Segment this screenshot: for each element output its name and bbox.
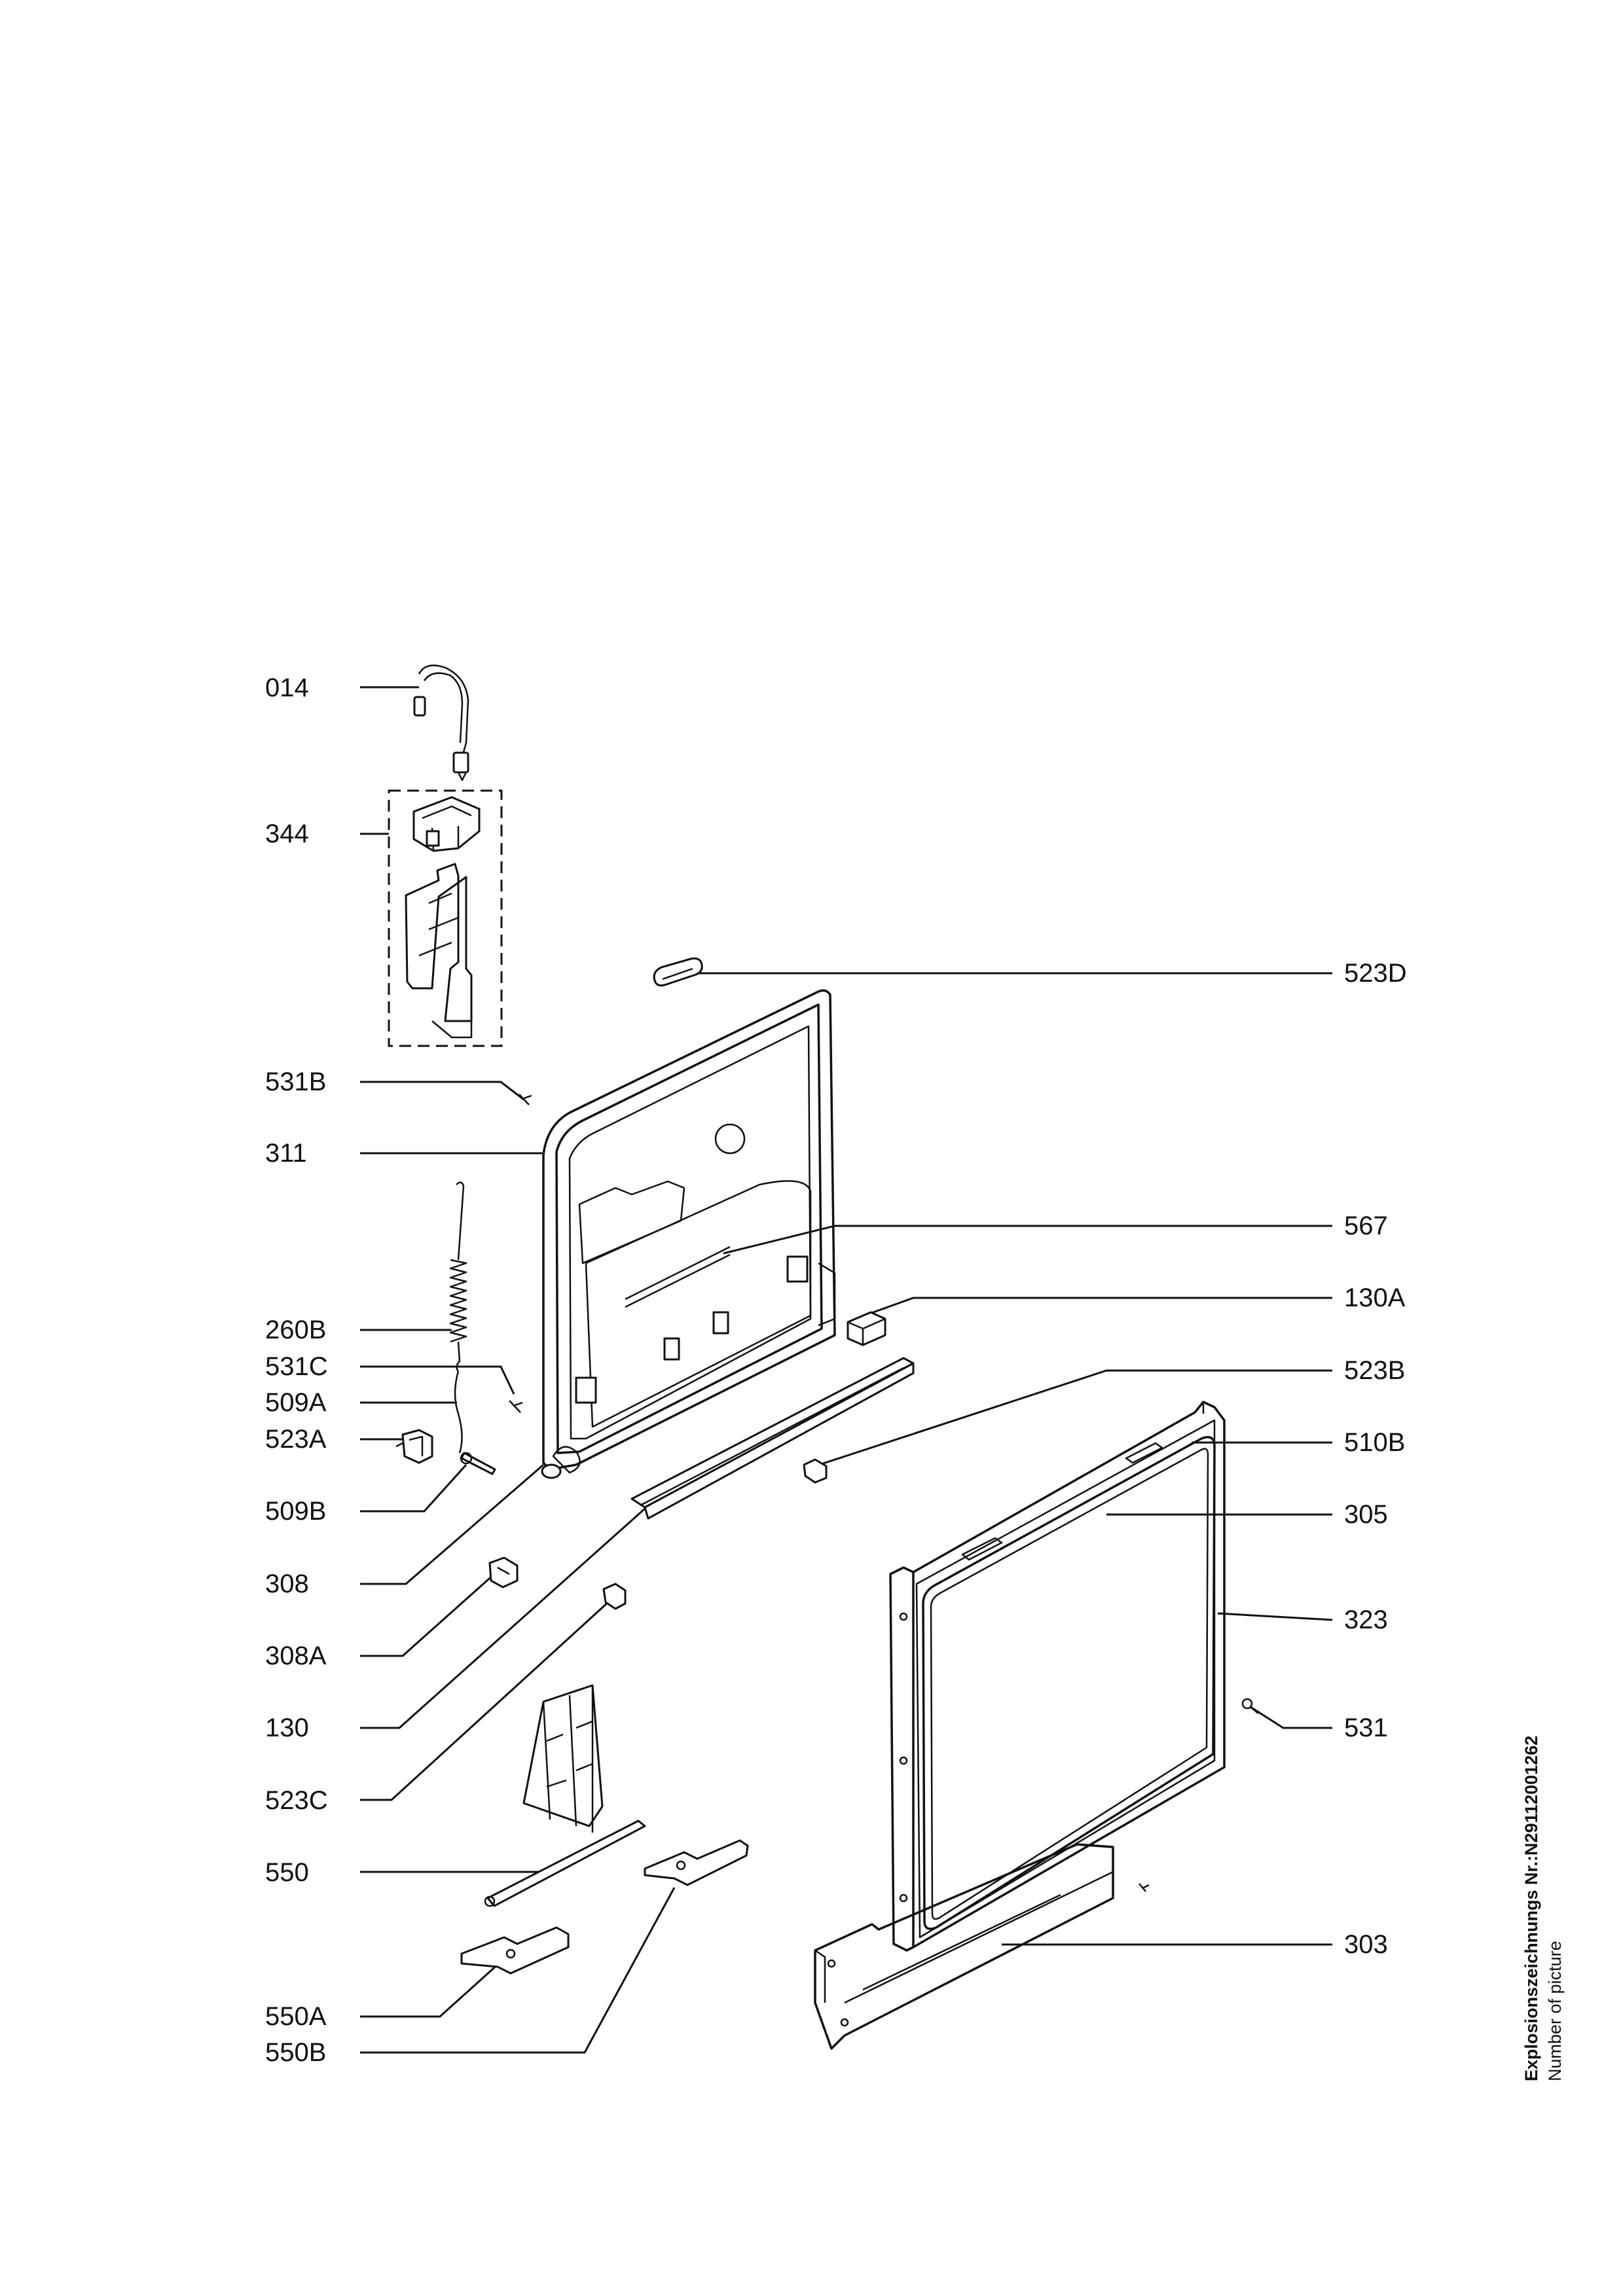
part-531-screw bbox=[1241, 1698, 1259, 1714]
label-523C: 523C bbox=[265, 1786, 328, 1815]
part-550A-slider bbox=[460, 1926, 570, 1975]
label-303: 303 bbox=[1344, 1930, 1388, 1959]
label-305: 305 bbox=[1344, 1500, 1388, 1529]
leader-531B bbox=[360, 1081, 524, 1101]
leader-130A bbox=[864, 1297, 1332, 1317]
leader-531 bbox=[1250, 1706, 1332, 1729]
part-130A-block bbox=[847, 1311, 886, 1346]
picture-number-subtitle: Number of picture bbox=[1545, 1941, 1565, 2081]
label-550B: 550B bbox=[265, 2038, 326, 2067]
part-323-outer-door bbox=[889, 1401, 1226, 1952]
label-308: 308 bbox=[265, 1570, 309, 1598]
part-523C-clip bbox=[602, 1583, 627, 1610]
label-323: 323 bbox=[1344, 1605, 1388, 1634]
label-130: 130 bbox=[265, 1713, 309, 1742]
part-260B-spring bbox=[449, 1181, 467, 1372]
left-callouts: 014 344 531B 311 260B 531C 509A 523A 509… bbox=[265, 673, 328, 2067]
leader-550A bbox=[360, 1962, 500, 2018]
label-531C: 531C bbox=[265, 1352, 328, 1381]
part-303-kickplate bbox=[814, 1843, 1150, 2050]
leader-523B bbox=[814, 1369, 1332, 1467]
part-523A-clip bbox=[395, 1429, 433, 1464]
part-523D-clip bbox=[653, 957, 703, 987]
leader-323 bbox=[1217, 1612, 1333, 1621]
leader-531C bbox=[360, 1365, 515, 1395]
leader-567 bbox=[723, 1225, 1332, 1255]
label-523A: 523A bbox=[265, 1425, 327, 1454]
leader-308A bbox=[360, 1573, 495, 1657]
picture-number: Explosionszeichnungs Nr.:N29112001262 Nu… bbox=[1522, 1736, 1565, 2081]
leader-308 bbox=[360, 1463, 544, 1585]
leader-523C bbox=[360, 1600, 610, 1801]
label-523B: 523B bbox=[1344, 1356, 1405, 1385]
label-567: 567 bbox=[1344, 1211, 1388, 1240]
right-callouts: 523D 567 130A 523B 510B 305 323 531 303 bbox=[1344, 959, 1407, 1959]
label-308A: 308A bbox=[265, 1641, 327, 1670]
part-550-rail bbox=[484, 1684, 646, 1907]
label-509A: 509A bbox=[265, 1388, 327, 1417]
part-344-door-lock bbox=[388, 789, 503, 1047]
part-014-wire-harness bbox=[413, 664, 469, 781]
label-531: 531 bbox=[1344, 1713, 1388, 1742]
leader-550B bbox=[360, 1887, 676, 2054]
part-509B-rod bbox=[460, 1452, 496, 1475]
part-308-hinge bbox=[541, 1463, 562, 1479]
label-344: 344 bbox=[265, 819, 309, 848]
part-523B-clip bbox=[803, 1458, 828, 1484]
part-531B-screw bbox=[519, 1094, 532, 1105]
label-510B: 510B bbox=[1344, 1428, 1405, 1457]
label-311: 311 bbox=[265, 1139, 307, 1168]
part-130-strip bbox=[630, 1357, 915, 1520]
picture-number-title: Explosionszeichnungs Nr.:N29112001262 bbox=[1522, 1736, 1541, 2081]
label-550A: 550A bbox=[265, 2002, 327, 2031]
label-523D: 523D bbox=[1344, 959, 1407, 988]
leader-130 bbox=[360, 1507, 646, 1729]
part-531C-screw bbox=[509, 1400, 523, 1413]
label-509B: 509B bbox=[265, 1497, 326, 1526]
label-014: 014 bbox=[265, 673, 309, 702]
label-260B: 260B bbox=[265, 1316, 326, 1344]
label-550: 550 bbox=[265, 1858, 309, 1887]
label-130A: 130A bbox=[1344, 1283, 1406, 1312]
label-531B: 531B bbox=[265, 1067, 326, 1096]
leader-509B bbox=[360, 1463, 467, 1513]
part-308A-bracket bbox=[488, 1556, 519, 1588]
leader-lines bbox=[360, 686, 1333, 2054]
part-311-inner-door bbox=[542, 989, 836, 1474]
part-509A-cord bbox=[454, 1371, 463, 1454]
part-550B-slider bbox=[644, 1839, 749, 1886]
